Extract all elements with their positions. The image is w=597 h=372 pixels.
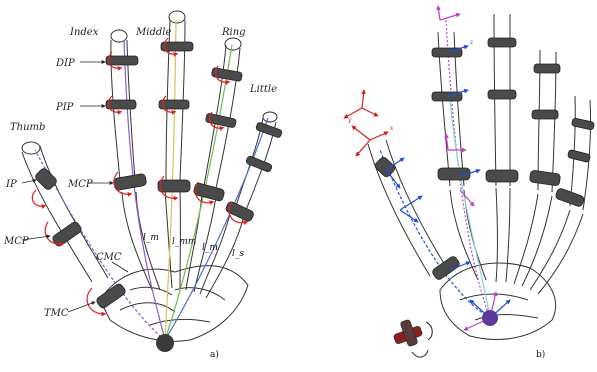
palm-bones-b [440,263,556,339]
label-mcp: MCP [67,179,93,190]
axis-label-y: y [347,117,352,124]
origin-ball [156,334,174,352]
base-joint-icon [393,319,432,357]
metacarpal-bones-b [450,188,583,294]
label-tmc: TMC [44,308,69,319]
hand-kinematic-diagram-b: x y z b) [300,0,597,368]
axis-label-z: z [469,39,474,46]
panel-label-b: b) [536,349,545,360]
joint-cylinders-b [374,38,595,281]
label-little: Little [249,84,277,95]
axis-label-x: x [390,125,394,132]
label-thumb: Thumb [10,122,45,133]
label-thumb-mcp: MCP [3,236,29,247]
label-index: Index [69,27,99,38]
label-ring: Ring [221,27,246,38]
panel-label-a: a) [210,349,219,360]
length-label-2: l_mm [172,237,196,247]
hand-kinematic-diagram-a: Index Middle Ring Little Thumb DIP PIP M… [0,0,300,368]
length-label-3: l_m [202,243,218,253]
length-label-4: l_s [232,249,244,259]
label-ip: IP [5,179,17,190]
label-dip: DIP [55,58,75,69]
origin-ball-b [482,310,498,326]
palm-bones [100,266,248,342]
label-pip: PIP [55,102,74,113]
label-cmc: CMC [96,252,122,263]
finger-bones-b [368,14,591,276]
label-middle: Middle [135,27,171,38]
length-label-1: l_m [143,233,159,243]
